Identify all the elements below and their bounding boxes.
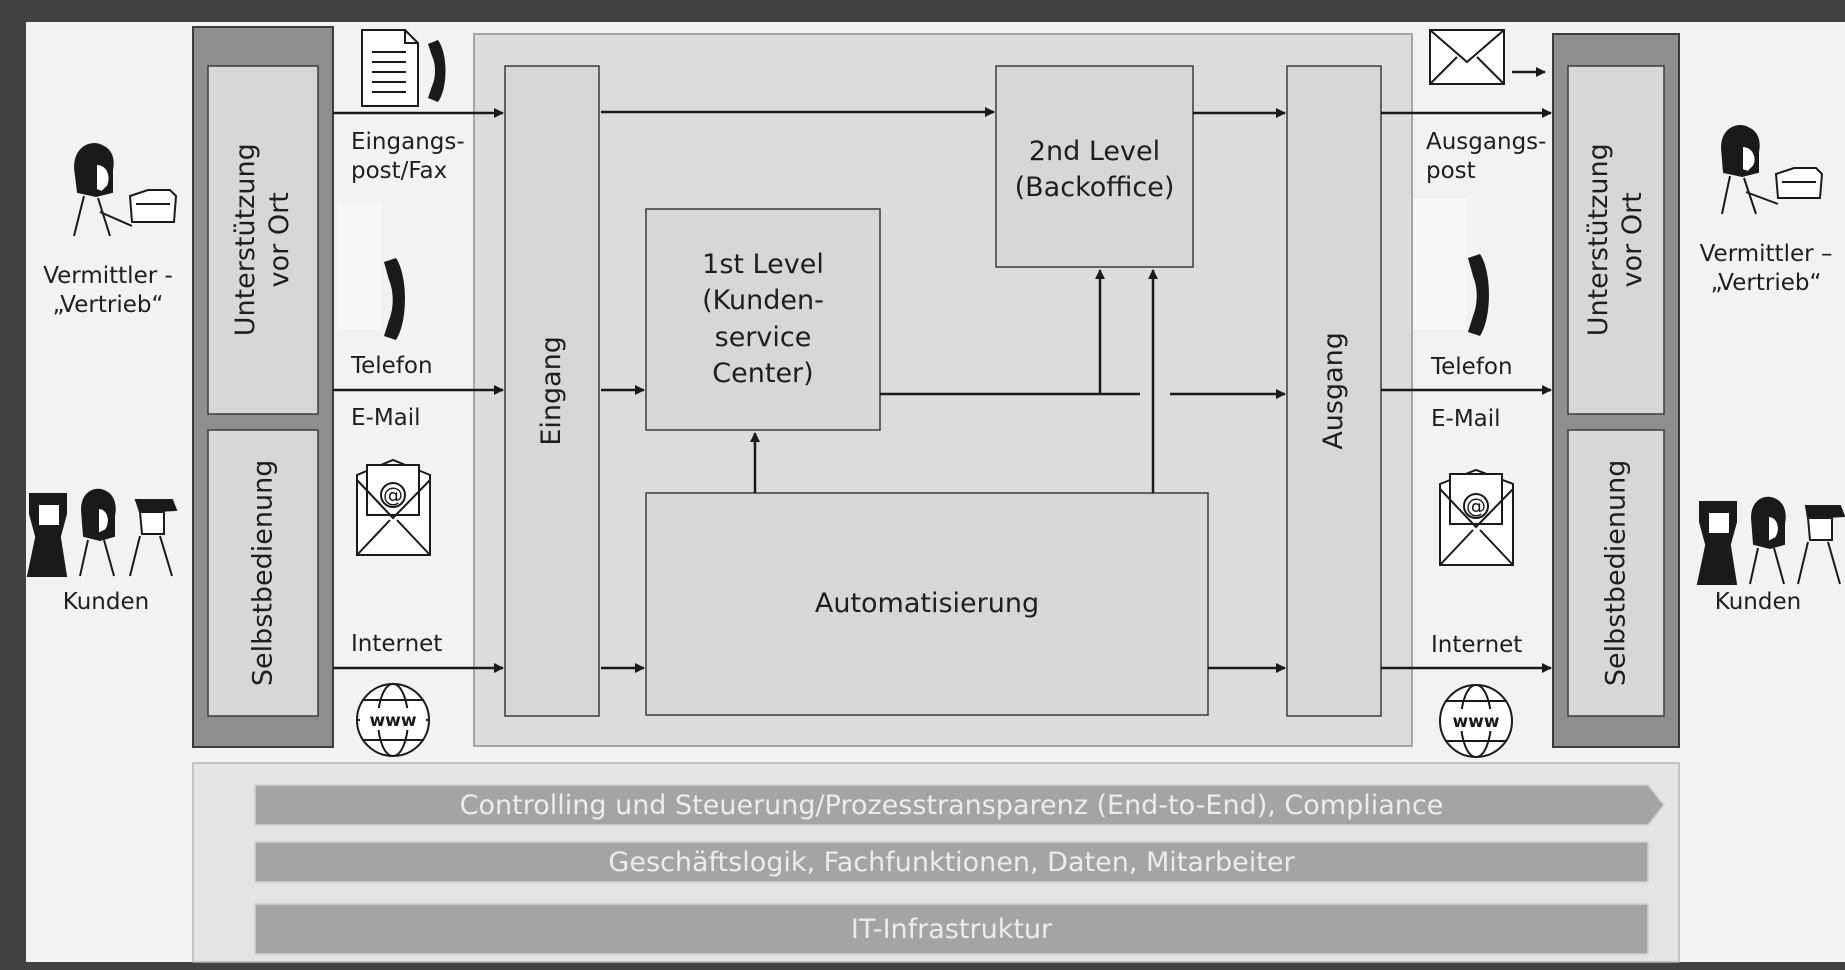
automation-box bbox=[645, 492, 1209, 716]
customers-icon bbox=[1696, 496, 1845, 585]
broker-label: Vermittler – „Vertrieb“ bbox=[1699, 241, 1833, 296]
channel-post-label: Eingangs- post/Fax bbox=[351, 129, 465, 184]
customers-icon bbox=[26, 488, 178, 577]
first-level-label: 1st Level (Kunden- service Center) bbox=[702, 248, 824, 389]
second-level-label: 2nd Level (Backoffice) bbox=[1014, 136, 1175, 204]
eingang-box bbox=[504, 65, 600, 717]
controlling-band bbox=[254, 784, 1665, 826]
channel-phone-label: Telefon bbox=[1431, 354, 1513, 380]
channel-email-label: E-Mail bbox=[1431, 406, 1501, 432]
right-selfservice-box bbox=[1567, 429, 1665, 717]
channel-internet-label: Internet bbox=[351, 631, 443, 657]
broker-label: Vermittler - „Vertrieb“ bbox=[43, 263, 173, 318]
first-level-box bbox=[645, 208, 881, 431]
channel-internet-label: Internet bbox=[1431, 632, 1523, 658]
broker-icon bbox=[1720, 125, 1824, 215]
globe-icon: www bbox=[356, 683, 430, 757]
eingang-label: Eingang bbox=[536, 336, 568, 446]
second-level-box bbox=[995, 65, 1194, 268]
left-selfservice-label: Selbstbedienung bbox=[247, 459, 279, 687]
globe-icon: www bbox=[1439, 684, 1513, 758]
phone-icon bbox=[428, 40, 446, 102]
broker-icon bbox=[73, 143, 178, 237]
customers-label: Kunden bbox=[62, 589, 150, 615]
connectors bbox=[333, 67, 1552, 673]
business-band bbox=[254, 841, 1649, 883]
svg-text:@: @ bbox=[383, 483, 403, 507]
ausgang-label: Ausgang bbox=[1318, 332, 1350, 450]
right-selfservice-label: Selbstbedienung bbox=[1600, 459, 1632, 687]
channel-email-label: E-Mail bbox=[351, 405, 421, 431]
customers-label: Kunden bbox=[1714, 589, 1802, 615]
business-band-label: Geschäftslogik, Fachfunktionen, Daten, M… bbox=[608, 846, 1295, 878]
left-support-box bbox=[207, 65, 319, 415]
document-icon bbox=[361, 29, 419, 107]
svg-text:@: @ bbox=[1466, 494, 1486, 518]
automation-label: Automatisierung bbox=[814, 587, 1040, 619]
email-icon: @ bbox=[1439, 468, 1514, 566]
left-support-label: Unterstützung vor Ort bbox=[230, 143, 295, 337]
envelope-icon bbox=[1429, 29, 1505, 85]
separator-left bbox=[337, 204, 381, 330]
svg-text:www: www bbox=[1452, 712, 1499, 732]
infra-band bbox=[254, 903, 1649, 955]
email-icon: @ bbox=[356, 458, 431, 556]
channel-post-label: Ausgangs- post bbox=[1426, 129, 1547, 184]
phone-icon bbox=[384, 258, 405, 340]
controlling-band-label: Controlling und Steuerung/Prozesstranspa… bbox=[459, 789, 1444, 821]
left-selfservice-box bbox=[207, 429, 319, 717]
phone-icon bbox=[1468, 254, 1489, 336]
infra-band-label: IT-Infrastruktur bbox=[850, 913, 1053, 945]
right-support-label: Unterstützung vor Ort bbox=[1583, 143, 1648, 337]
ausgang-box bbox=[1286, 65, 1382, 717]
svg-text:www: www bbox=[369, 711, 416, 731]
separator-right bbox=[1414, 198, 1466, 330]
channel-phone-label: Telefon bbox=[351, 353, 433, 379]
right-support-box bbox=[1567, 65, 1665, 415]
